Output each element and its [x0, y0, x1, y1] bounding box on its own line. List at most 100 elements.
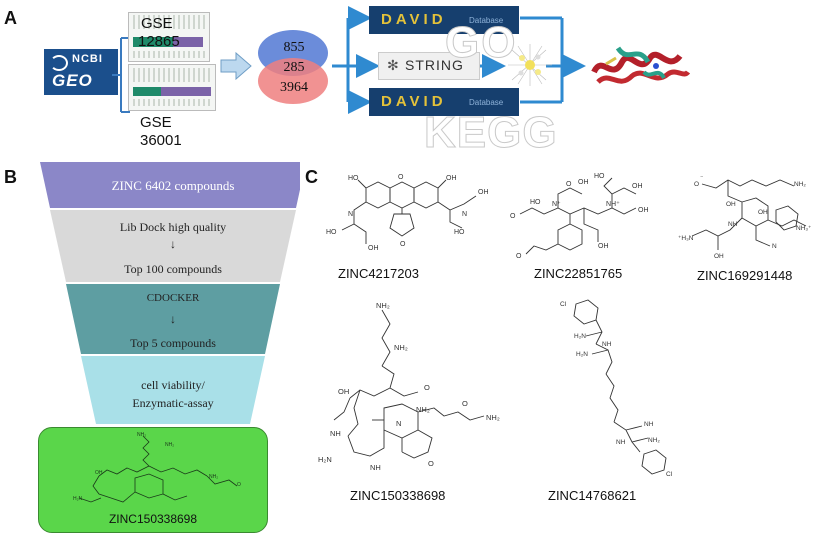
dataset2-heatmap	[128, 64, 216, 111]
david-box-kegg: DAVID Database	[369, 88, 519, 116]
svg-text:H₂N: H₂N	[318, 455, 332, 464]
svg-text:OH: OH	[478, 189, 489, 196]
svg-text:NH: NH	[330, 429, 341, 438]
venn-overlap-count: 285	[283, 60, 305, 75]
funnel-arrow-2: ↓	[170, 312, 176, 326]
svg-text:O: O	[566, 181, 572, 188]
dataset2-label-line1: GSE	[140, 114, 172, 131]
svg-text:NH₂: NH₂	[165, 442, 174, 448]
svg-text:NH₂: NH₂	[648, 437, 660, 444]
svg-text:OH: OH	[638, 207, 649, 214]
arrow-to-venn-icon	[220, 52, 252, 80]
svg-text:Cl: Cl	[560, 301, 567, 308]
svg-text:O: O	[400, 241, 406, 248]
svg-text:⁻: ⁻	[700, 175, 704, 182]
svg-text:OH: OH	[578, 179, 589, 186]
dataset2-label-line2: 36001	[140, 132, 182, 149]
funnel-step-libdock	[50, 210, 296, 282]
svg-text:O: O	[510, 213, 516, 220]
svg-text:NH: NH	[728, 221, 738, 228]
geo-logo-text: GEO	[52, 71, 93, 90]
ncbi-logo-icon	[50, 55, 68, 71]
david-logo-text: DAVID	[381, 93, 447, 110]
string-box: ✻ STRING	[378, 52, 480, 80]
funnel-step-zinc	[40, 162, 300, 208]
svg-text:OH: OH	[726, 201, 736, 208]
svg-text:HO: HO	[454, 229, 465, 236]
svg-text:H₂N: H₂N	[574, 333, 586, 340]
compound-label-zinc4217203: ZINC4217203	[338, 266, 419, 281]
screening-funnel	[40, 162, 300, 424]
svg-text:HO: HO	[594, 173, 605, 180]
dataset1-heatmap	[128, 12, 210, 62]
svg-text:⁺H₃N: ⁺H₃N	[678, 235, 694, 242]
svg-text:NH₂: NH₂	[376, 301, 390, 310]
string-label: STRING	[405, 57, 464, 73]
svg-text:HO: HO	[348, 175, 359, 182]
funnel-label-viability: cell viability/	[141, 378, 205, 392]
svg-text:NH⁺: NH⁺	[606, 201, 620, 208]
funnel-label-libdock: Lib Dock high quality	[119, 220, 227, 234]
david-sub-text: Database	[469, 98, 504, 107]
svg-text:NH: NH	[370, 463, 381, 472]
dataset1-label-line2: 12865	[138, 33, 180, 50]
compound-label-zinc169291448: ZINC169291448	[697, 268, 793, 283]
ncbi-geo-logo: NCBI GEO	[44, 49, 118, 95]
svg-text:NH₂: NH₂	[209, 474, 218, 480]
svg-text:NH₂: NH₂	[416, 405, 430, 414]
funnel-label-assay: Enzymatic-assay	[132, 396, 214, 410]
funnel-arrow-1: ↓	[170, 237, 176, 251]
ppi-network-image	[508, 44, 552, 86]
ncbi-logo-text: NCBI	[72, 53, 103, 65]
funnel-label-top5: Top 5 compounds	[130, 336, 216, 350]
david-sub-text: Database	[469, 16, 504, 25]
flow-arrows	[332, 6, 586, 114]
svg-text:O: O	[424, 383, 430, 392]
svg-text:NH₃⁺: NH₃⁺	[796, 225, 812, 232]
svg-text:N: N	[396, 419, 401, 428]
string-logo-icon: ✻	[387, 57, 399, 73]
svg-text:NH: NH	[644, 421, 654, 428]
compound-label-zinc14768621: ZINC14768621	[548, 488, 637, 503]
svg-text:O: O	[398, 174, 404, 181]
svg-text:N⁺: N⁺	[552, 201, 561, 208]
venn-bottom-count: 3964	[280, 80, 308, 95]
svg-text:OH: OH	[758, 209, 768, 216]
kegg-label: KEGG	[424, 108, 558, 158]
svg-text:OH: OH	[446, 175, 457, 182]
david-logo-text: DAVID	[381, 11, 447, 28]
panel-a-letter: A	[4, 8, 17, 28]
funnel-step-assay	[81, 356, 265, 424]
svg-text:N: N	[348, 211, 353, 218]
svg-text:O: O	[694, 181, 699, 188]
svg-text:OH: OH	[338, 387, 349, 396]
compound-label-zinc150338698: ZINC150338698	[350, 488, 446, 503]
venn-top-count: 855	[283, 40, 305, 55]
funnel-label-zinc: ZINC 6402 compounds	[111, 178, 235, 193]
svg-text:OH: OH	[598, 243, 609, 250]
svg-text:OH: OH	[714, 253, 724, 260]
svg-text:O: O	[428, 459, 434, 468]
final-compound-label: ZINC150338698	[108, 512, 198, 526]
svg-text:OH: OH	[632, 183, 643, 190]
svg-text:OH: OH	[95, 470, 103, 476]
funnel-label-top100: Top 100 compounds	[124, 262, 222, 276]
svg-text:HO: HO	[326, 229, 337, 236]
svg-text:O: O	[462, 399, 468, 408]
david-box-go: DAVID Database	[369, 6, 519, 34]
panel-c-letter: C	[305, 167, 318, 187]
svg-text:NH: NH	[616, 439, 626, 446]
dataset1-label-line1: GSE	[141, 15, 173, 32]
svg-text:H₂N: H₂N	[73, 496, 83, 502]
svg-text:N: N	[462, 211, 467, 218]
svg-text:HO: HO	[530, 199, 541, 206]
compound-label-zinc22851765: ZINC22851765	[534, 266, 623, 281]
svg-text:O: O	[516, 253, 522, 260]
